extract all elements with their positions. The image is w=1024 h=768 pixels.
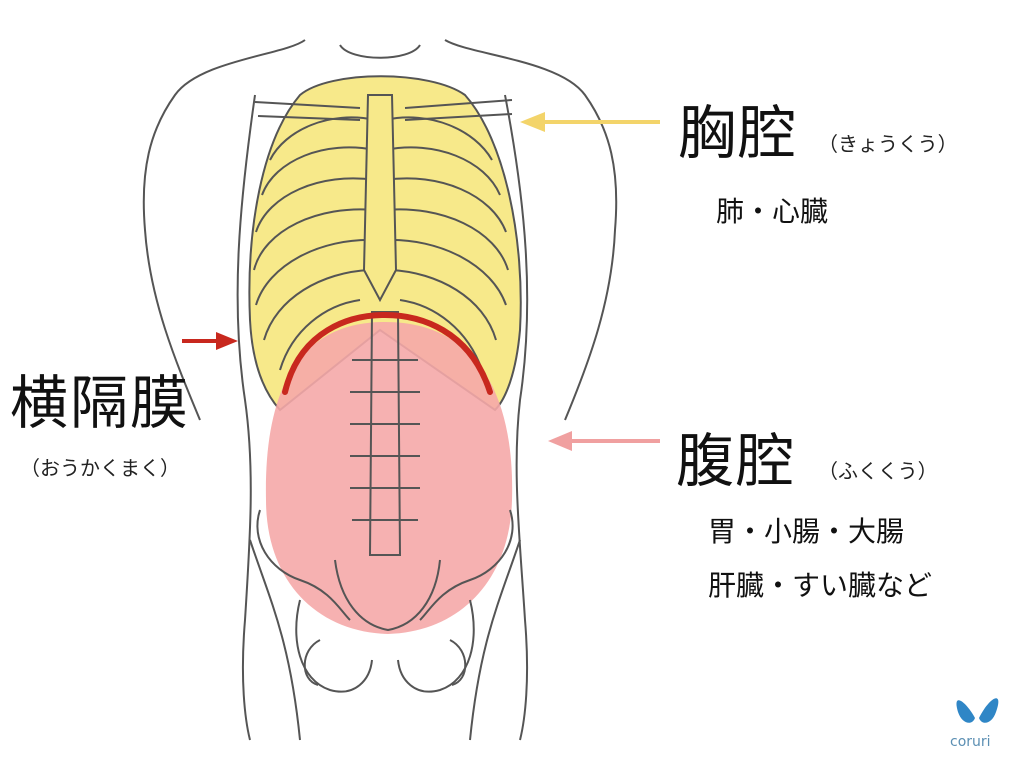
pelvis (256, 509, 514, 693)
thoracic-reading: （きょうくう） (818, 132, 958, 156)
diaphragm-label: 横隔膜 (10, 369, 191, 437)
thoracic-organs: 肺・心臓 (716, 195, 829, 228)
diaphragm-arrow (182, 332, 238, 350)
thoracic-label: 胸腔 (678, 99, 799, 167)
abdominal-reading: （ふくくう） (818, 459, 938, 483)
abdominal-label: 腹腔 (676, 427, 797, 495)
thoracic-arrow (520, 112, 660, 132)
ribs (253, 99, 513, 371)
brand-name: coruri (950, 734, 991, 750)
abdominal-arrow (548, 431, 660, 451)
abdominal-organs-line2: 肝臓・すい臓など (708, 569, 933, 602)
spine (350, 311, 420, 556)
diaphragm-line (282, 311, 493, 395)
abdominal-cavity-fill (265, 322, 513, 634)
sternum (362, 94, 398, 303)
body-outline (142, 39, 618, 741)
abdominal-organs-line1: 胃・小腸・大腸 (708, 515, 905, 548)
diaphragm-reading: （おうかくまく） (20, 456, 180, 480)
butterfly-icon (956, 698, 999, 723)
